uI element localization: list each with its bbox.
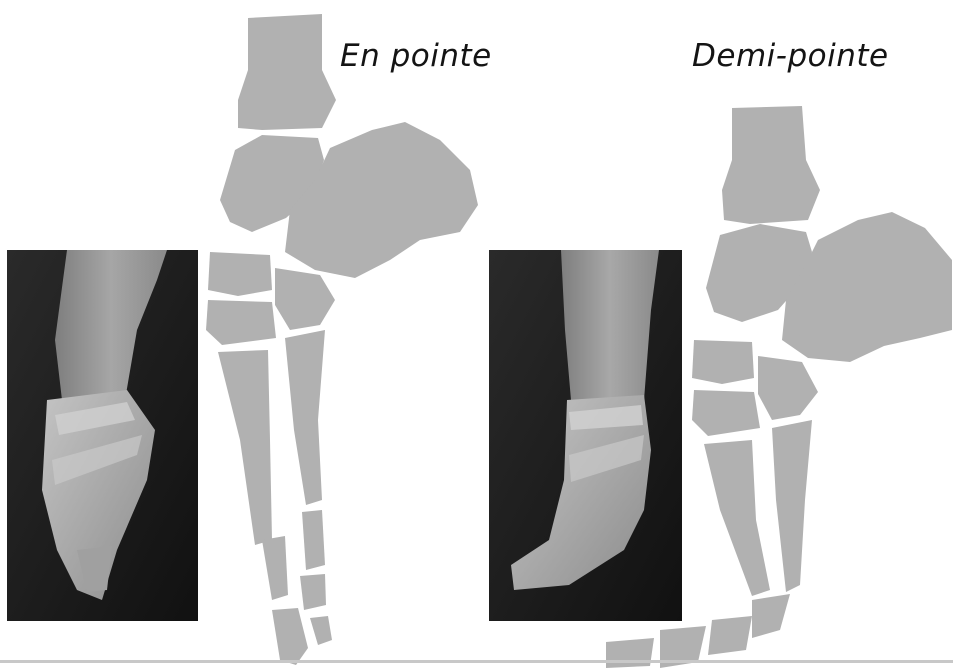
toe-proximal-bone [752,594,790,638]
navicular-bone [692,340,754,384]
cuboid-bone [758,356,818,420]
tibia-bone [722,106,820,224]
calcaneus-bone [782,212,952,362]
floor-line [0,660,953,663]
metatarsal-1-bone [704,440,770,596]
toe-tip-bone [606,638,654,668]
toe-middle-bone [708,616,752,655]
cuneiform-bone [692,390,760,436]
metatarsal-2-bone [772,420,812,592]
